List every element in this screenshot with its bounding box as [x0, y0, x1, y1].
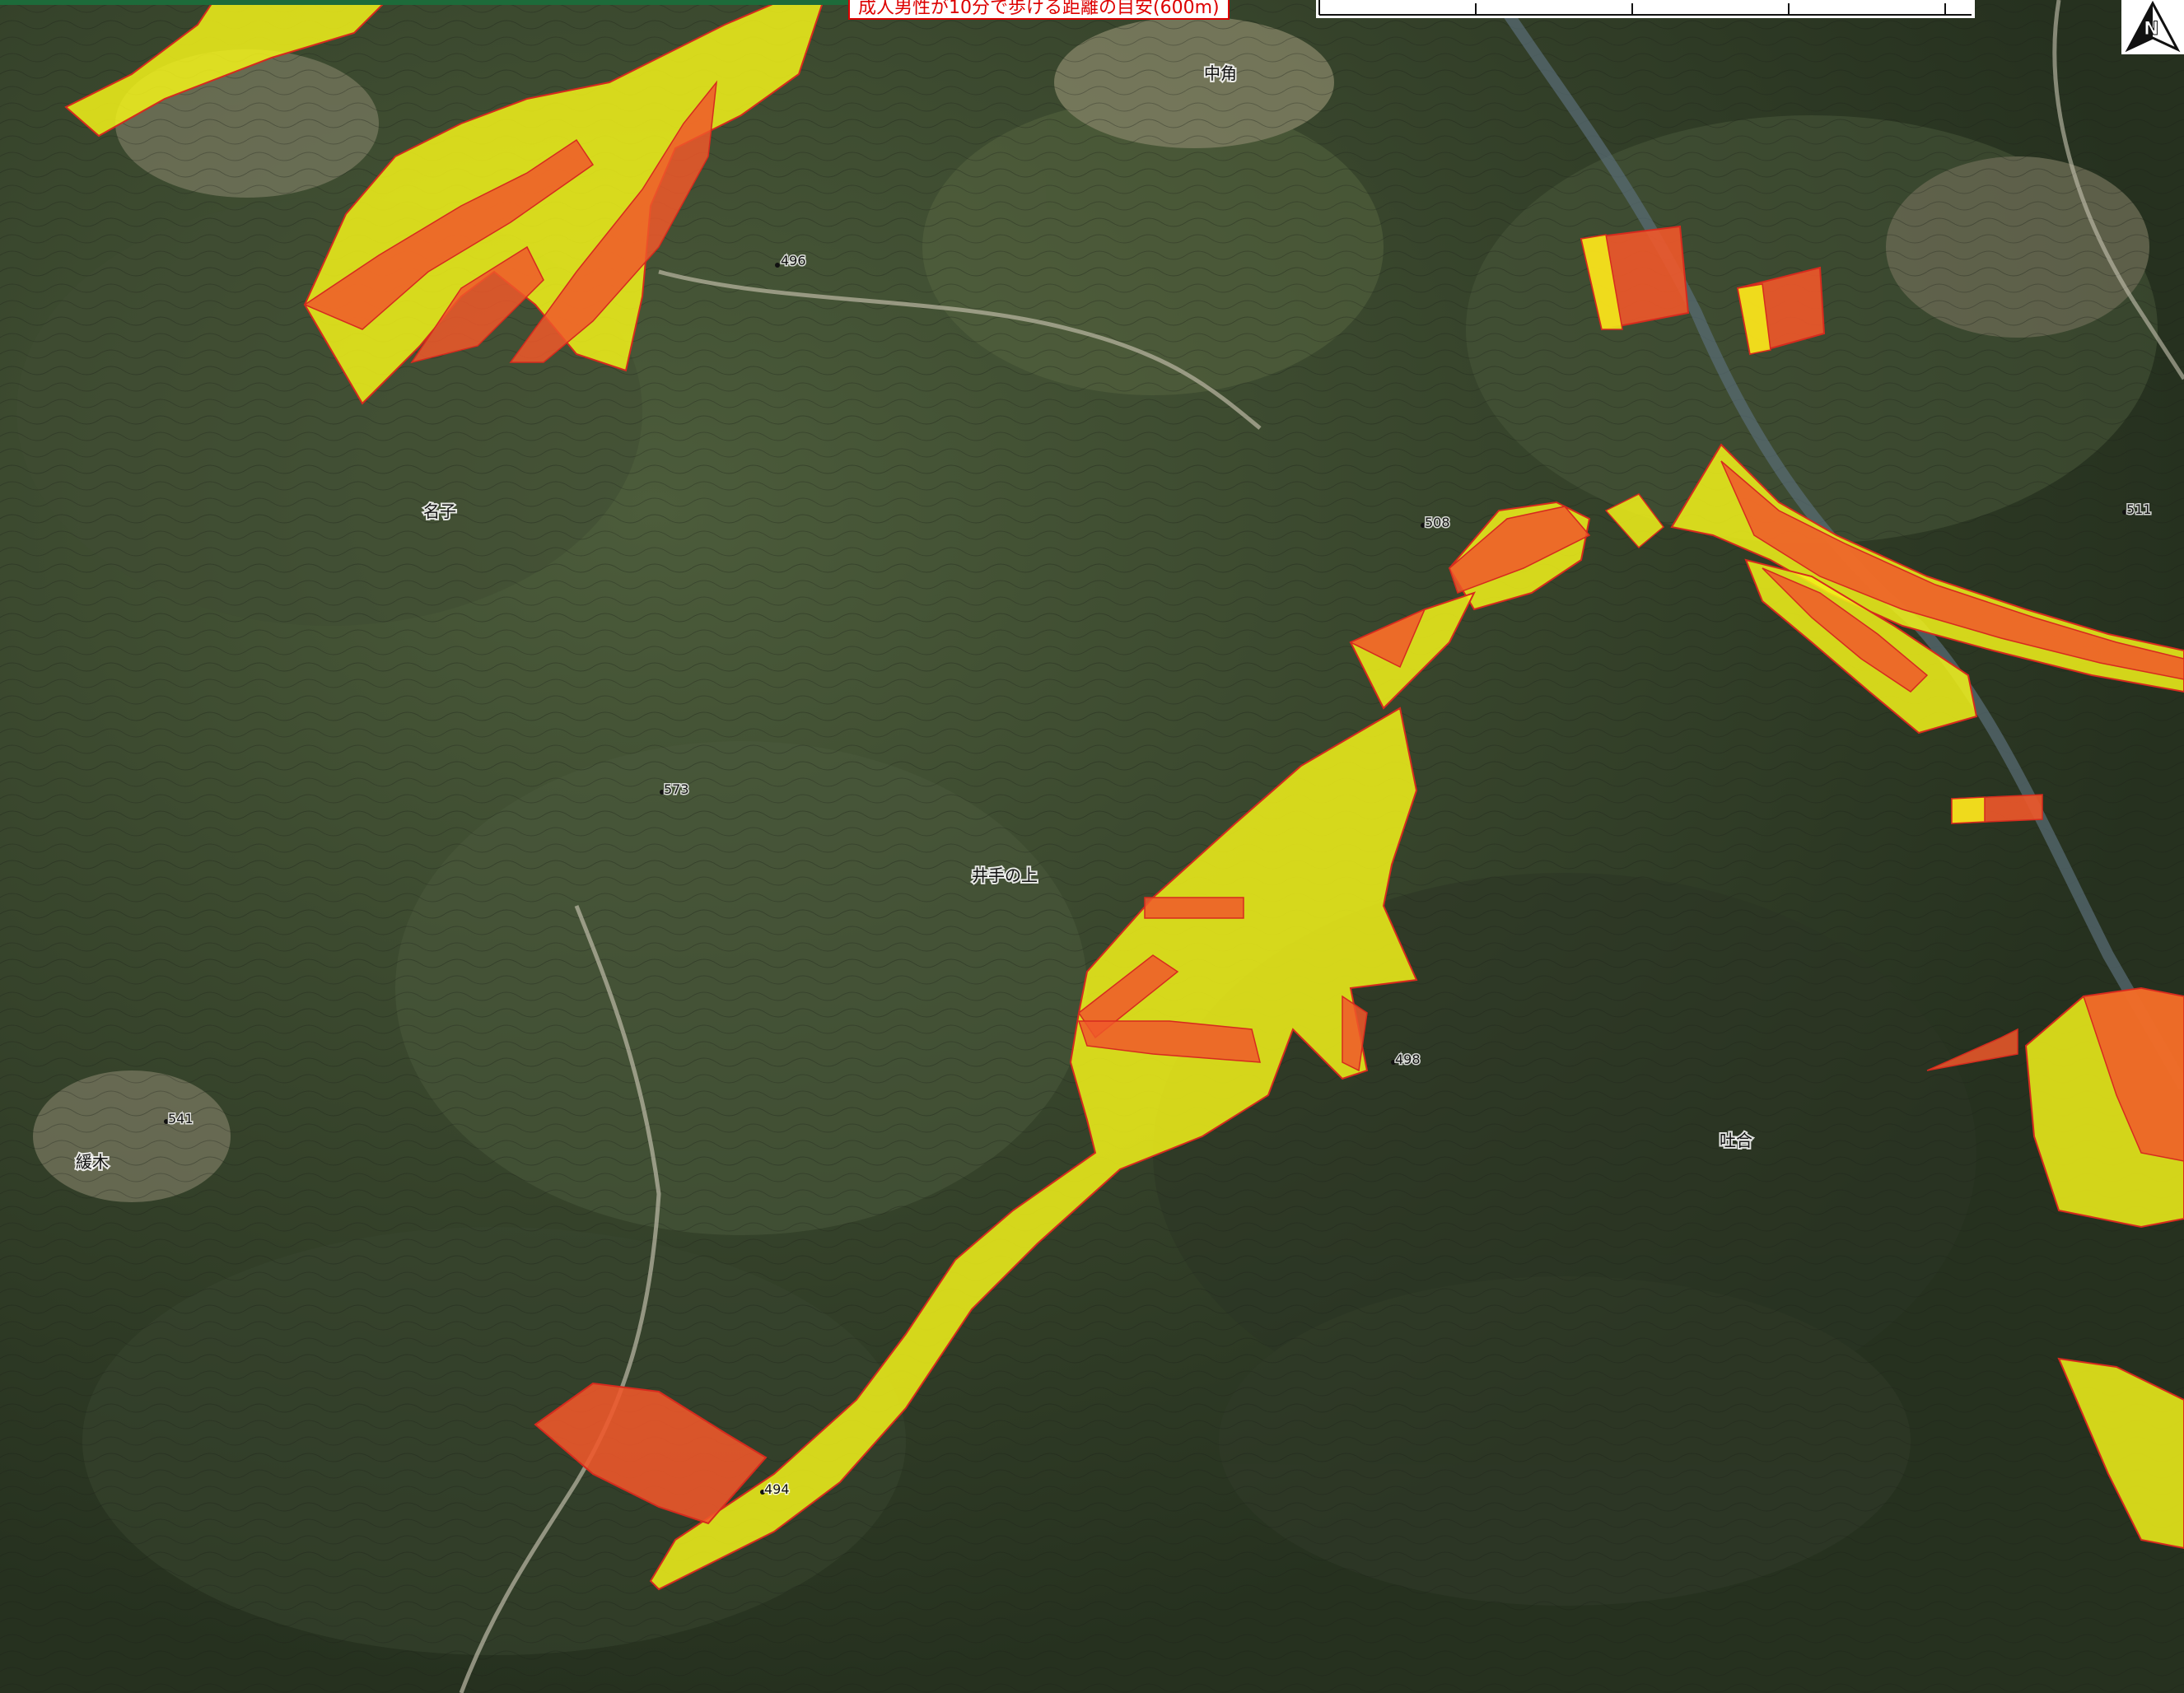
special-warning-zone: [509, 80, 718, 363]
warning-zone: [64, 0, 389, 138]
special-warning-zone: [1077, 1020, 1261, 1063]
spot-height: 508: [1425, 515, 1450, 530]
spot-height: 496: [781, 253, 806, 268]
warning-zone: [1951, 796, 1986, 824]
svg-text:N: N: [2144, 19, 2158, 40]
place-labels: 中角 名子 井手の上 緩木 吐合: [74, 62, 1754, 1173]
warning-zone: [2057, 1357, 2184, 1550]
place-label-nako: 名子: [423, 501, 456, 521]
special-warning-zone: [1349, 608, 1426, 669]
spot-height: 511: [2126, 501, 2152, 517]
place-label-yuruki: 緩木: [76, 1152, 109, 1172]
hazard-zones: [64, 0, 2184, 1591]
scale-caption-text: 成人男性が10分で歩ける距離の目安(600m): [858, 0, 1220, 18]
warning-zone: [1580, 234, 1623, 330]
spot-heights: 496 508 573 511 541 498 494: [164, 252, 2153, 1499]
spot-height: 494: [764, 1481, 790, 1497]
place-label-hakiai: 吐合: [1720, 1131, 1752, 1150]
spot-height: 498: [1395, 1052, 1421, 1067]
top-edge-strip: [0, 0, 848, 5]
roads-and-river: [459, 0, 2184, 1693]
special-warning-zone: [1720, 460, 2184, 680]
special-warning-zone: [1144, 897, 1244, 919]
spot-height: 541: [168, 1111, 194, 1126]
place-label-nakatsuno: 中角: [1204, 63, 1237, 83]
warning-zone: [1737, 283, 1771, 355]
north-arrow: N: [2121, 0, 2184, 54]
scale-bar-graphic: [1318, 0, 1972, 16]
special-warning-zone: [410, 245, 544, 364]
scale-caption: 成人男性が10分で歩ける距離の目安(600m): [848, 0, 1230, 20]
spot-height: 573: [664, 781, 689, 797]
special-warning-zone: [1449, 506, 1591, 594]
special-warning-zone: [303, 138, 595, 330]
special-warning-zone: [534, 1382, 768, 1525]
special-warning-zone: [1342, 995, 1368, 1072]
special-warning-zone: [2083, 987, 2184, 1162]
special-warning-zone: [1926, 1028, 2018, 1071]
north-arrow-icon: N: [2125, 0, 2181, 53]
warning-zone: [1604, 493, 1665, 549]
special-warning-zone: [1762, 567, 1929, 693]
place-label-idenoue: 井手の上: [972, 865, 1038, 885]
scale-bar: [1316, 0, 1975, 18]
warning-zone: [649, 707, 1418, 1591]
